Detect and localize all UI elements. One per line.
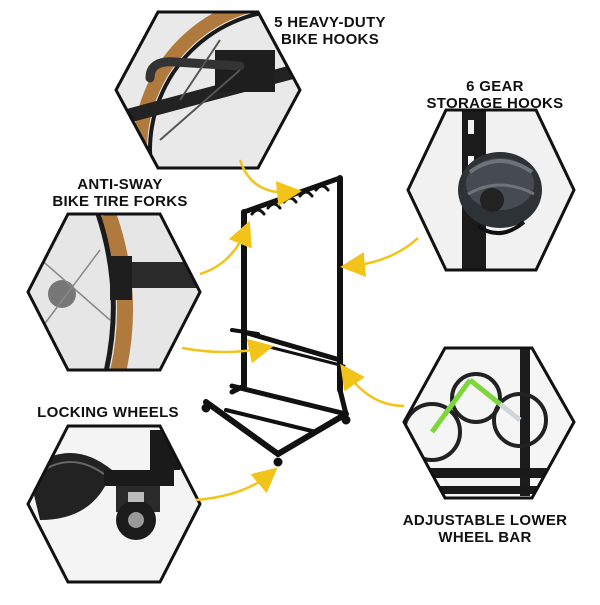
arrow-wheels: [195, 467, 278, 502]
hooks-label-line2: BIKE HOOKS: [280, 31, 379, 48]
arrow-hooks: [238, 159, 302, 206]
lower-bar-label: ADJUSTABLE LOWER WHEEL BAR: [400, 512, 570, 546]
gear-label-line1: 6 GEAR: [466, 78, 524, 95]
hooks-label-line1: 5 HEAVY-DUTY: [274, 14, 386, 31]
hex-border: [402, 346, 576, 500]
tire-fork-closeup: [28, 214, 200, 370]
helmet-on-hook: [408, 110, 574, 270]
gear-label-line2: STORAGE HOOKS: [426, 95, 564, 112]
hex-border: [26, 424, 202, 584]
arrow-forks-lower: [181, 338, 274, 364]
arrow-forks: [199, 220, 252, 276]
hex-border: [26, 212, 202, 372]
wheels-label-line1: LOCKING WHEELS: [37, 404, 179, 421]
hex-border: [114, 10, 302, 170]
hooks-label: 5 HEAVY-DUTY BIKE HOOKS: [255, 14, 405, 48]
gear-label: 6 GEAR STORAGE HOOKS: [420, 78, 570, 112]
lower-bar-label-line1: ADJUSTABLE LOWER: [402, 512, 568, 529]
bikes-on-lower-bar: [404, 348, 574, 498]
wheels-label: LOCKING WHEELS: [28, 404, 188, 421]
callout-arrows: [181, 159, 419, 502]
caster-wheel-closeup: [28, 426, 200, 582]
forks-label-line2: BIKE TIRE FORKS: [52, 193, 188, 210]
bike-rack-stand: [201, 175, 351, 467]
arrow-lower-bar: [340, 363, 405, 408]
arrow-gear: [340, 237, 419, 278]
lower-bar-label-line2: WHEEL BAR: [438, 529, 532, 546]
forks-label-line1: ANTI-SWAY: [77, 176, 163, 193]
forks-label: ANTI-SWAY BIKE TIRE FORKS: [45, 176, 195, 210]
hex-border: [406, 108, 576, 272]
